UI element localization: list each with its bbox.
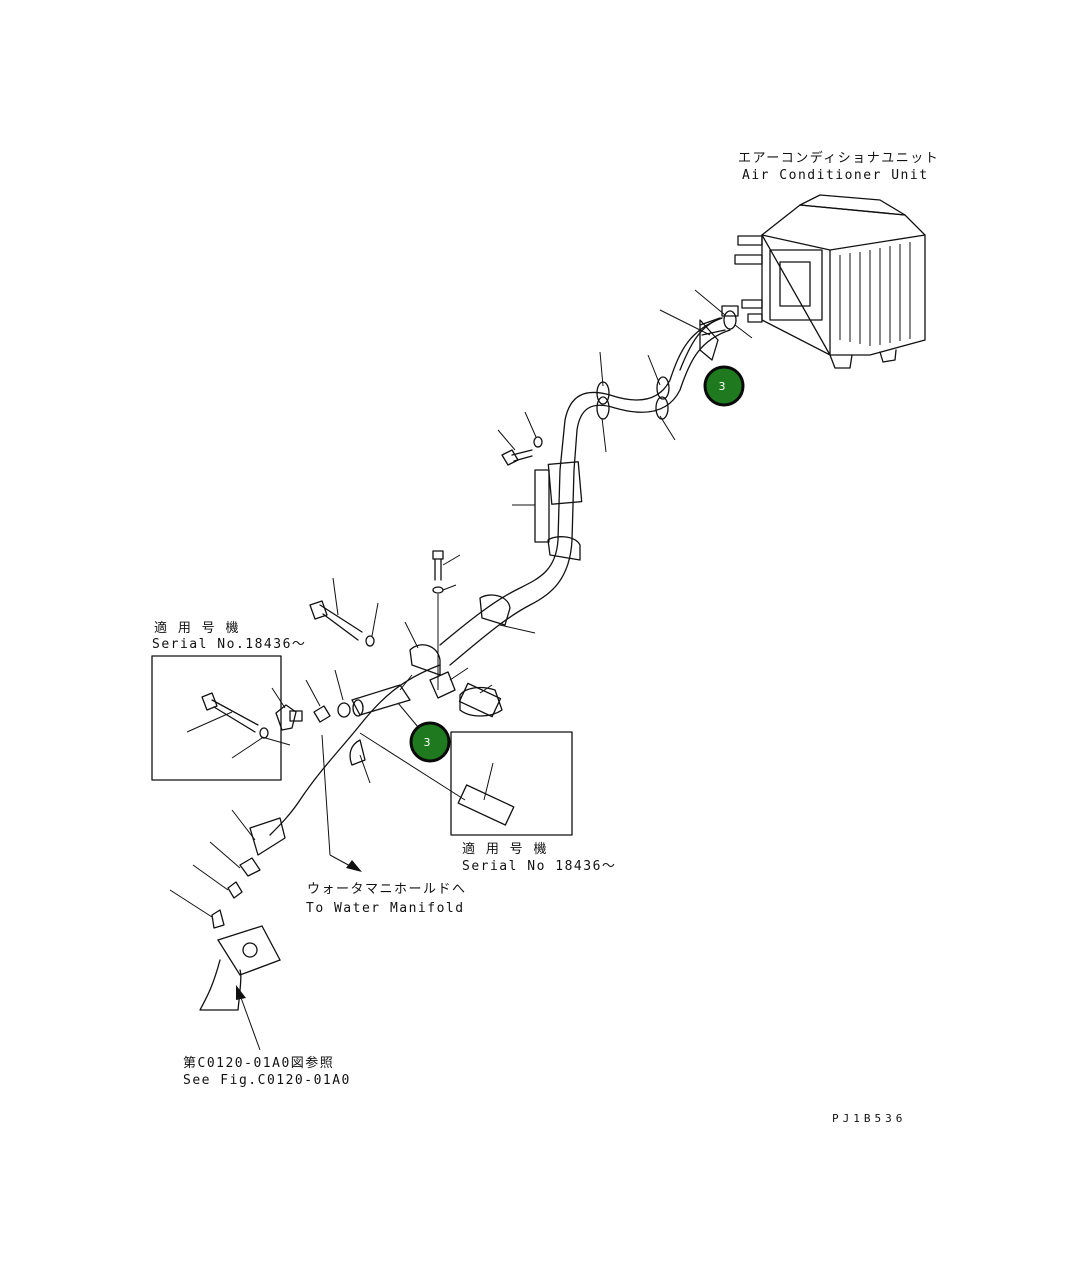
see-fig-arrow bbox=[236, 985, 261, 1051]
heater-hoses bbox=[439, 305, 739, 666]
engine-flange bbox=[199, 925, 281, 1011]
callout-3-lower-number: 3 bbox=[424, 736, 431, 749]
callout-3-lower[interactable]: 3 bbox=[409, 721, 451, 763]
water-hose bbox=[269, 664, 466, 836]
see-fig-label-en: See Fig.C0120-01A0 bbox=[183, 1073, 351, 1088]
serial-box-lower-part bbox=[457, 784, 515, 826]
lower-fittings bbox=[211, 817, 286, 929]
callout-3-upper-number: 3 bbox=[719, 380, 726, 393]
serial-box-upper-bolt bbox=[201, 692, 269, 739]
leader-lines bbox=[169, 289, 753, 918]
fittings-row bbox=[275, 684, 411, 731]
ac-unit-label-jp: エアーコンディショナユニット bbox=[738, 150, 939, 166]
water-manifold-label-en: To Water Manifold bbox=[306, 901, 465, 916]
callout-3-upper[interactable]: 3 bbox=[703, 365, 745, 407]
serial-box-lower bbox=[450, 731, 573, 836]
water-manifold-arrow bbox=[321, 734, 362, 872]
serial-lower-label-jp: 適 用 号 機 bbox=[462, 841, 548, 857]
serial-upper-label-jp: 適 用 号 機 bbox=[154, 620, 240, 636]
long-bolt bbox=[309, 600, 375, 647]
bolt-washer-upper bbox=[501, 436, 543, 466]
air-conditioner-unit bbox=[734, 194, 926, 369]
hose-clamps-center bbox=[409, 644, 503, 718]
serial-lower-label-en: Serial No 18436～ bbox=[462, 859, 616, 874]
drawing-code: PJ1B536 bbox=[832, 1112, 906, 1125]
ac-unit-label-en: Air Conditioner Unit bbox=[742, 168, 929, 183]
see-fig-label-jp: 第C0120-01A0図参照 bbox=[183, 1055, 334, 1071]
serial-box-upper bbox=[151, 655, 282, 781]
bolt-washer-center bbox=[429, 550, 456, 699]
water-manifold-label-jp: ウォータマニホールドへ bbox=[307, 882, 467, 897]
serial-upper-label-en: Serial No.18436～ bbox=[152, 637, 306, 652]
